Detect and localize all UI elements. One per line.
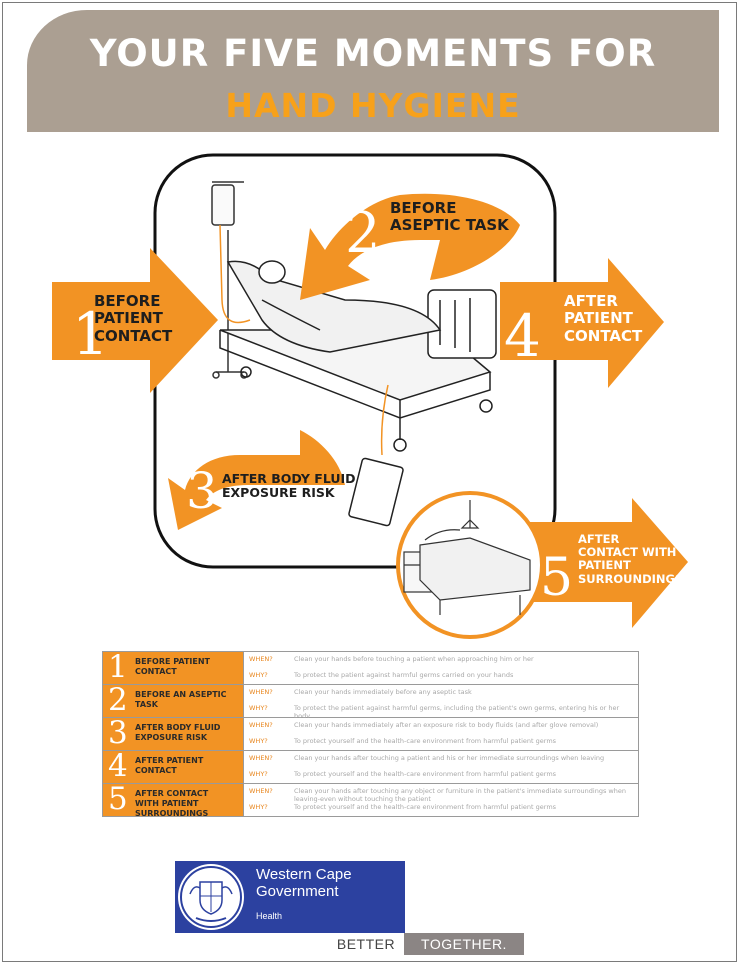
- why-label: WHY?: [249, 671, 268, 679]
- moment-2-number: 2: [345, 201, 381, 266]
- why-text: To protect yourself and the health-care …: [294, 803, 557, 811]
- title-banner: YOUR FIVE MOMENTS FOR HAND HYGIENE: [27, 10, 719, 132]
- iv-stand-icon: [211, 181, 251, 379]
- department-name: Health: [256, 911, 283, 921]
- when-label: WHEN?: [249, 655, 273, 663]
- moment-detail-cell: WHEN? Clean your hands before touching a …: [243, 651, 639, 685]
- moment-number: 4: [108, 748, 128, 784]
- moment-detail-cell: WHEN? Clean your hands after touching a p…: [243, 750, 639, 784]
- tagline-part-2: TOGETHER.: [404, 933, 524, 955]
- moment-1-number: 1: [72, 300, 109, 368]
- moment-number: 5: [108, 781, 128, 817]
- when-text: Clean your hands immediately before any …: [294, 688, 472, 696]
- why-text: To protect yourself and the health-care …: [294, 770, 557, 778]
- moment-4-number: 4: [504, 302, 541, 370]
- moment-3-arrow: [168, 430, 345, 530]
- bedside-surroundings-icon: [403, 500, 531, 615]
- why-text: To protect the patient against harmful g…: [294, 671, 514, 679]
- why-label: WHY?: [249, 704, 268, 712]
- moment-2-arrow: [300, 193, 520, 300]
- when-label: WHEN?: [249, 754, 273, 762]
- coat-of-arms-icon: [178, 864, 244, 930]
- when-text: Clean your hands after touching a patien…: [294, 754, 605, 762]
- tagline-part-1: BETTER: [328, 933, 404, 955]
- when-label: WHEN?: [249, 787, 273, 795]
- title-line-1: YOUR FIVE MOMENTS FOR: [89, 32, 657, 75]
- why-text: To protect the patient against harmful g…: [294, 704, 620, 720]
- when-text: Clean your hands after touching any obje…: [294, 787, 626, 803]
- hospital-bed-icon: [219, 260, 497, 527]
- moment-1-arrow: [52, 248, 218, 393]
- moment-number: 2: [108, 682, 128, 718]
- moment-detail-cell: WHEN? Clean your hands immediately after …: [243, 717, 639, 751]
- moment-number: 3: [108, 715, 128, 751]
- moment-number: 1: [108, 649, 128, 685]
- moment-detail-cell: WHEN? Clean your hands immediately before…: [243, 684, 639, 720]
- why-text: To protect yourself and the health-care …: [294, 737, 557, 745]
- moment-5-number: 5: [540, 548, 573, 608]
- why-label: WHY?: [249, 737, 268, 745]
- when-label: WHEN?: [249, 688, 273, 696]
- why-label: WHY?: [249, 803, 268, 811]
- moment-5-arrow: [520, 498, 688, 628]
- moment-4-arrow: [500, 258, 664, 388]
- when-label: WHEN?: [249, 721, 273, 729]
- when-text: Clean your hands immediately after an ex…: [294, 721, 599, 729]
- when-text: Clean your hands before touching a patie…: [294, 655, 534, 663]
- why-label: WHY?: [249, 770, 268, 778]
- moment-3-number: 3: [186, 462, 218, 520]
- title-line-2: HAND HYGIENE: [225, 86, 521, 125]
- moment-detail-cell: WHEN? Clean your hands after touching any…: [243, 783, 639, 817]
